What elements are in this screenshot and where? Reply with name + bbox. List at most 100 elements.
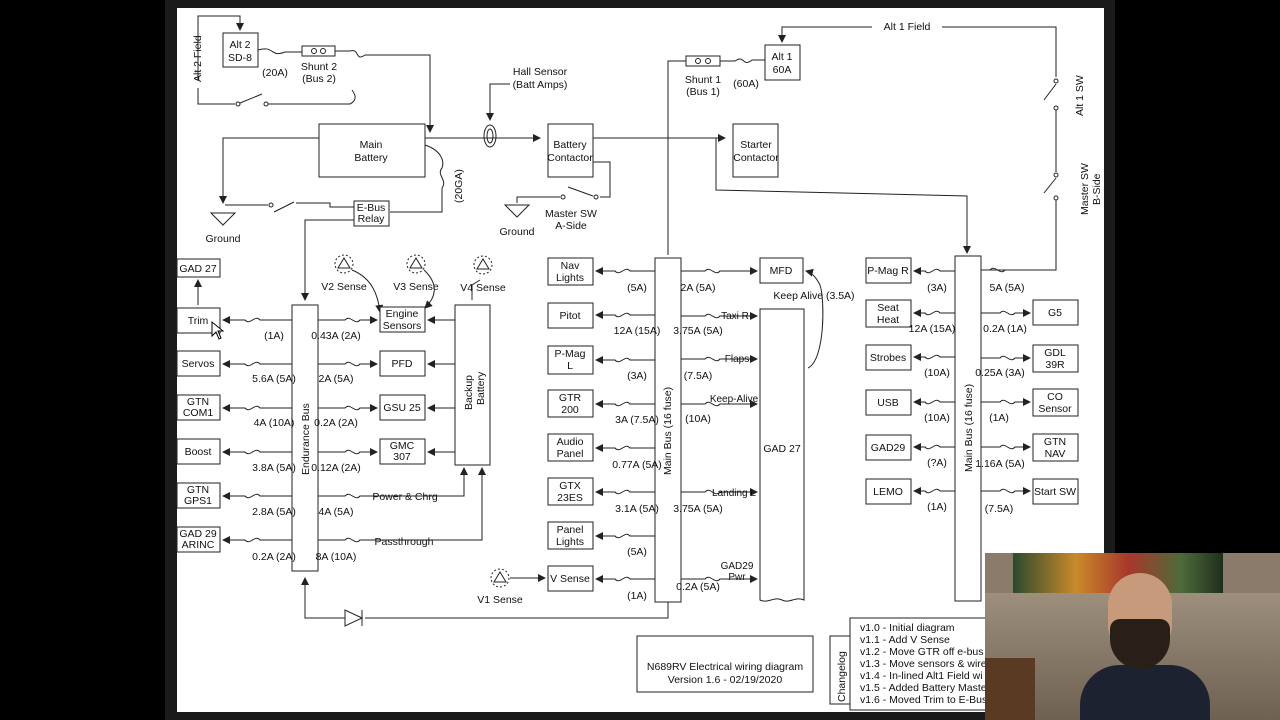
amp-audio-panel: 0.77A (5A) bbox=[612, 459, 662, 471]
alt2-amp: (20A) bbox=[262, 67, 288, 79]
amp-co-sensor: (1A) bbox=[989, 412, 1009, 424]
load-gtn-com1-2: COM1 bbox=[183, 407, 213, 419]
ground-left-icon bbox=[209, 212, 237, 226]
load-gtn-gps1: GTN bbox=[187, 484, 209, 496]
endurance-left-loads: Trim (1A) Servos 5.6A (5A) GTN COM1 4A (… bbox=[176, 307, 296, 563]
main1-right-loads: MFD 2A (5A) Keep Alive (3.5A) GAD 27 Tax… bbox=[673, 257, 855, 602]
load-gmc307-2: 307 bbox=[393, 451, 411, 463]
gad27-tall-label: GAD 27 bbox=[763, 443, 801, 455]
shunt2-icon bbox=[301, 45, 336, 57]
presenter-shirt bbox=[1080, 665, 1210, 720]
master-sw-b-label: Master SW bbox=[1079, 163, 1091, 215]
engine-sensors-label: Engine bbox=[386, 308, 419, 320]
diagram-version: Version 1.6 - 02/19/2020 bbox=[668, 674, 783, 686]
amp-gtn-nav: 1.16A (5A) bbox=[975, 458, 1025, 470]
amp-g5: 0.2A (1A) bbox=[983, 323, 1027, 335]
amp-trim: (1A) bbox=[264, 330, 284, 342]
tag-keep-alive: Keep-Alive bbox=[710, 394, 759, 405]
v3-sense-label: V3 Sense bbox=[393, 281, 439, 293]
load-gad29-arinc-2: ARINC bbox=[182, 539, 215, 551]
amp-gad29-pwr: 0.2A (5A) bbox=[676, 581, 720, 593]
load-usb: USB bbox=[877, 397, 899, 409]
load-gmc307: GMC bbox=[390, 440, 415, 452]
load-panel-lights: Panel bbox=[557, 524, 584, 536]
amp-gsu25: 0.2A (2A) bbox=[314, 417, 358, 429]
load-mfd: MFD bbox=[770, 265, 793, 277]
endurance-bus-section: Endurance Bus GAD 27 Trim (1A) Servos 5.… bbox=[176, 254, 669, 627]
changelog-line-4: v1.3 - Move sensors & wire bbox=[860, 658, 987, 670]
starter-contactor-label-2: Contactor bbox=[733, 152, 779, 164]
load-seat-heat-2: Heat bbox=[877, 314, 899, 326]
hall-sensor-sub: (Batt Amps) bbox=[513, 79, 568, 91]
shunt1-icon bbox=[685, 55, 721, 67]
load-nav-lights-2: Lights bbox=[556, 272, 584, 284]
load-nav-lights: Nav bbox=[561, 260, 580, 272]
main-bus-2-section: Main Bus (16 fuse) P-Mag R (3A) Seat Hea… bbox=[865, 255, 1079, 602]
v1-sense-icon bbox=[493, 571, 507, 583]
shunt1-bus: (Bus 1) bbox=[686, 86, 720, 98]
title-block: N689RV Electrical wiring diagram Version… bbox=[636, 635, 814, 693]
v1-sense-label: V1 Sense bbox=[477, 594, 523, 606]
amp-mfd: 2A (5A) bbox=[680, 282, 715, 294]
amp-gtr200: 3A (7.5A) bbox=[615, 414, 659, 426]
alt1-field-label: Alt 1 Field bbox=[884, 21, 931, 33]
load-co-sensor-2: Sensor bbox=[1038, 403, 1072, 415]
amp-pmag-r: (3A) bbox=[927, 282, 947, 294]
chair bbox=[985, 658, 1035, 720]
load-gtn-nav: GTN bbox=[1044, 436, 1066, 448]
changelog-line-6: v1.5 - Added Battery Maste bbox=[860, 682, 987, 694]
main-bus-2 bbox=[954, 255, 982, 602]
main-bus-1 bbox=[654, 257, 682, 603]
amp-panel-lights: (5A) bbox=[627, 546, 647, 558]
gad27-tall-box bbox=[759, 308, 805, 602]
main2-right-loads: 5A (5A) G5 0.2A (1A) GDL 39R 0.25A (3A) … bbox=[975, 267, 1079, 515]
alt1-sw-label: Alt 1 SW bbox=[1074, 75, 1086, 116]
backup-battery-label-2: Battery bbox=[475, 371, 487, 405]
main1-left-loads: Nav Lights (5A) Pitot 12A (15A) P-Mag L … bbox=[477, 257, 662, 606]
alt2-box bbox=[222, 32, 259, 68]
load-g5: G5 bbox=[1048, 307, 1062, 319]
amp-taxi-r: 3.75A (5A) bbox=[673, 325, 723, 337]
alt1-rating: 60A bbox=[773, 64, 792, 76]
changelog-line-1: v1.0 - Initial diagram bbox=[860, 622, 955, 634]
endurance-bus bbox=[291, 304, 319, 572]
engine-sensors-label-2: Sensors bbox=[383, 320, 422, 332]
main-bus-2-label: Main Bus (16 fuse) bbox=[963, 384, 975, 472]
battery-contactor-label-2: Contactor bbox=[547, 152, 593, 164]
amp-gdl39r: 0.25A (3A) bbox=[975, 367, 1025, 379]
v4-sense-label: V4 Sense bbox=[460, 282, 506, 294]
load-gtr200: GTR bbox=[559, 392, 582, 404]
starter-contactor-box bbox=[732, 123, 779, 178]
engine-sensors-box bbox=[379, 306, 426, 333]
master-sw-a-label: Master SW bbox=[545, 208, 597, 220]
amp-boost: 3.8A (5A) bbox=[252, 462, 296, 474]
changelog-line-5: v1.4 - In-lined Alt1 Field wi bbox=[860, 670, 983, 682]
hall-sensor-icon bbox=[483, 124, 497, 148]
amp-gad29: (?A) bbox=[927, 457, 947, 469]
backup-battery-label: Backup bbox=[463, 375, 475, 410]
load-audio-panel-2: Panel bbox=[557, 448, 584, 460]
amp-start-sw: (7.5A) bbox=[985, 503, 1014, 515]
main-battery-label: Main bbox=[360, 139, 383, 151]
amp-flaps: (7.5A) bbox=[684, 370, 713, 382]
power-chrg-label: Power & Chrg bbox=[372, 491, 438, 503]
amp-pitot: 12A (15A) bbox=[614, 325, 661, 337]
v2-sense-label: V2 Sense bbox=[321, 281, 367, 293]
amp-power-chrg: 4A (5A) bbox=[318, 506, 353, 518]
amp-seat-heat: 12A (15A) bbox=[909, 323, 956, 335]
changelog-block: Changelog v1.0 - Initial diagram v1.1 - … bbox=[829, 617, 991, 711]
shunt2-bus: (Bus 2) bbox=[302, 73, 336, 85]
amp-keep-alive: (10A) bbox=[685, 413, 711, 425]
changelog-line-7: v1.6 - Moved Trim to E-Bus bbox=[860, 694, 987, 706]
amp-nav-lights: (5A) bbox=[627, 282, 647, 294]
changelog-line-2: v1.1 - Add V Sense bbox=[860, 634, 950, 646]
gad27-left-label: GAD 27 bbox=[179, 263, 217, 275]
load-gtn-nav-2: NAV bbox=[1045, 448, 1066, 460]
amp-gad29-arinc: 0.2A (2A) bbox=[252, 551, 296, 563]
load-gdl39r: GDL bbox=[1044, 347, 1066, 359]
main-battery-label-2: Battery bbox=[354, 152, 388, 164]
title-box bbox=[636, 635, 814, 693]
v-sense-group: V2 Sense V3 Sense V4 Sense bbox=[321, 254, 506, 313]
ground-left-label: Ground bbox=[205, 233, 240, 245]
diagram-title: N689RV Electrical wiring diagram bbox=[647, 661, 803, 673]
